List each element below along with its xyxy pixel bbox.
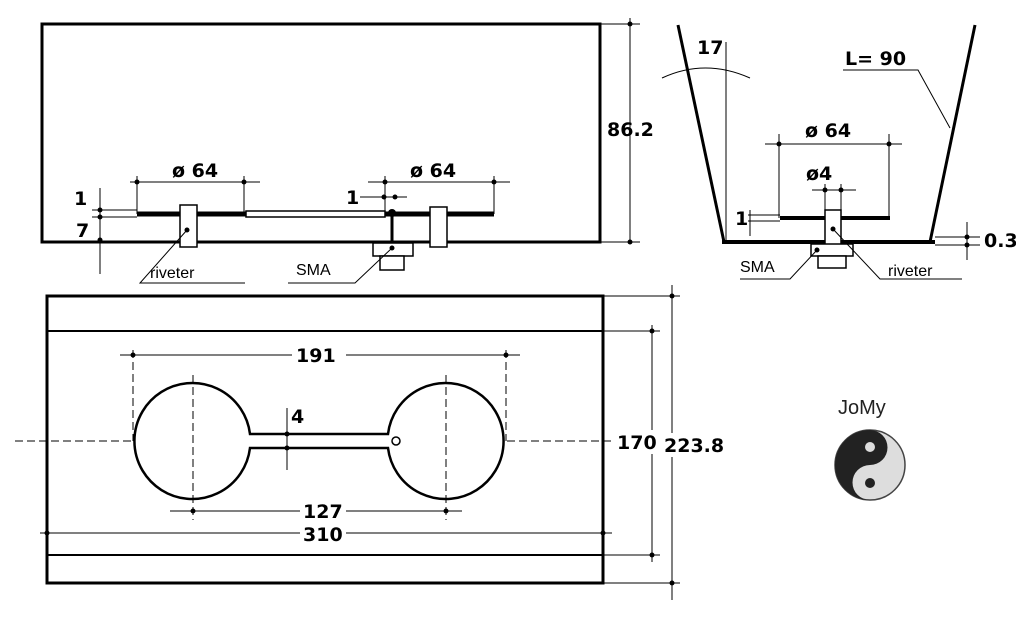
dim-base-thickness: 0.3 [984, 230, 1016, 252]
yin-yang-icon [834, 429, 906, 501]
riveter-left [179, 204, 198, 248]
riveter-label: riveter [150, 265, 195, 282]
riveter-right [429, 206, 448, 248]
dim-inner-width: 170 [617, 432, 657, 454]
sma-label: SMA [296, 262, 331, 279]
top-view-outline [45, 294, 605, 585]
dim-slot-width: 4 [291, 406, 304, 428]
dim-length: 310 [303, 524, 343, 546]
dim-outer-width: 223.8 [664, 435, 724, 457]
end-view: 17 L= 90 ø 64 ø4 1 0.3 SMA riveter [661, 24, 1016, 280]
dim-height: 86.2 [607, 119, 654, 141]
side-view-outline [40, 22, 602, 244]
patch-outline [133, 381, 505, 501]
logo-text: JoMy [838, 397, 886, 419]
dim-patch-diameter: ø 64 [805, 120, 851, 142]
top-view: 191 4 127 310 170 223.8 [15, 285, 724, 600]
dim-wall-length: L= 90 [845, 48, 906, 70]
right-wall [928, 24, 977, 243]
end-sma-label: SMA [740, 259, 775, 276]
dim-feed-diameter: ø4 [806, 163, 832, 185]
dim-right-diameter: ø 64 [410, 160, 456, 182]
dim-end-plate-thickness: 1 [735, 208, 748, 230]
dim-feed-offset: 1 [346, 187, 359, 209]
side-view: ø 64 ø 64 1 7 1 86.2 riveter SMA [40, 18, 654, 284]
dim-outer-spacing: 191 [296, 345, 336, 367]
left-wall [676, 24, 726, 243]
feed-strip [245, 210, 386, 218]
dim-inner-spacing: 127 [303, 501, 343, 523]
dim-angle: 17 [697, 37, 723, 59]
jomy-logo: JoMy [834, 397, 906, 501]
dim-left-diameter: ø 64 [172, 160, 218, 182]
dim-plate-thickness: 1 [74, 188, 87, 210]
dim-gap-height: 7 [76, 220, 89, 242]
end-riveter-label: riveter [888, 263, 933, 280]
